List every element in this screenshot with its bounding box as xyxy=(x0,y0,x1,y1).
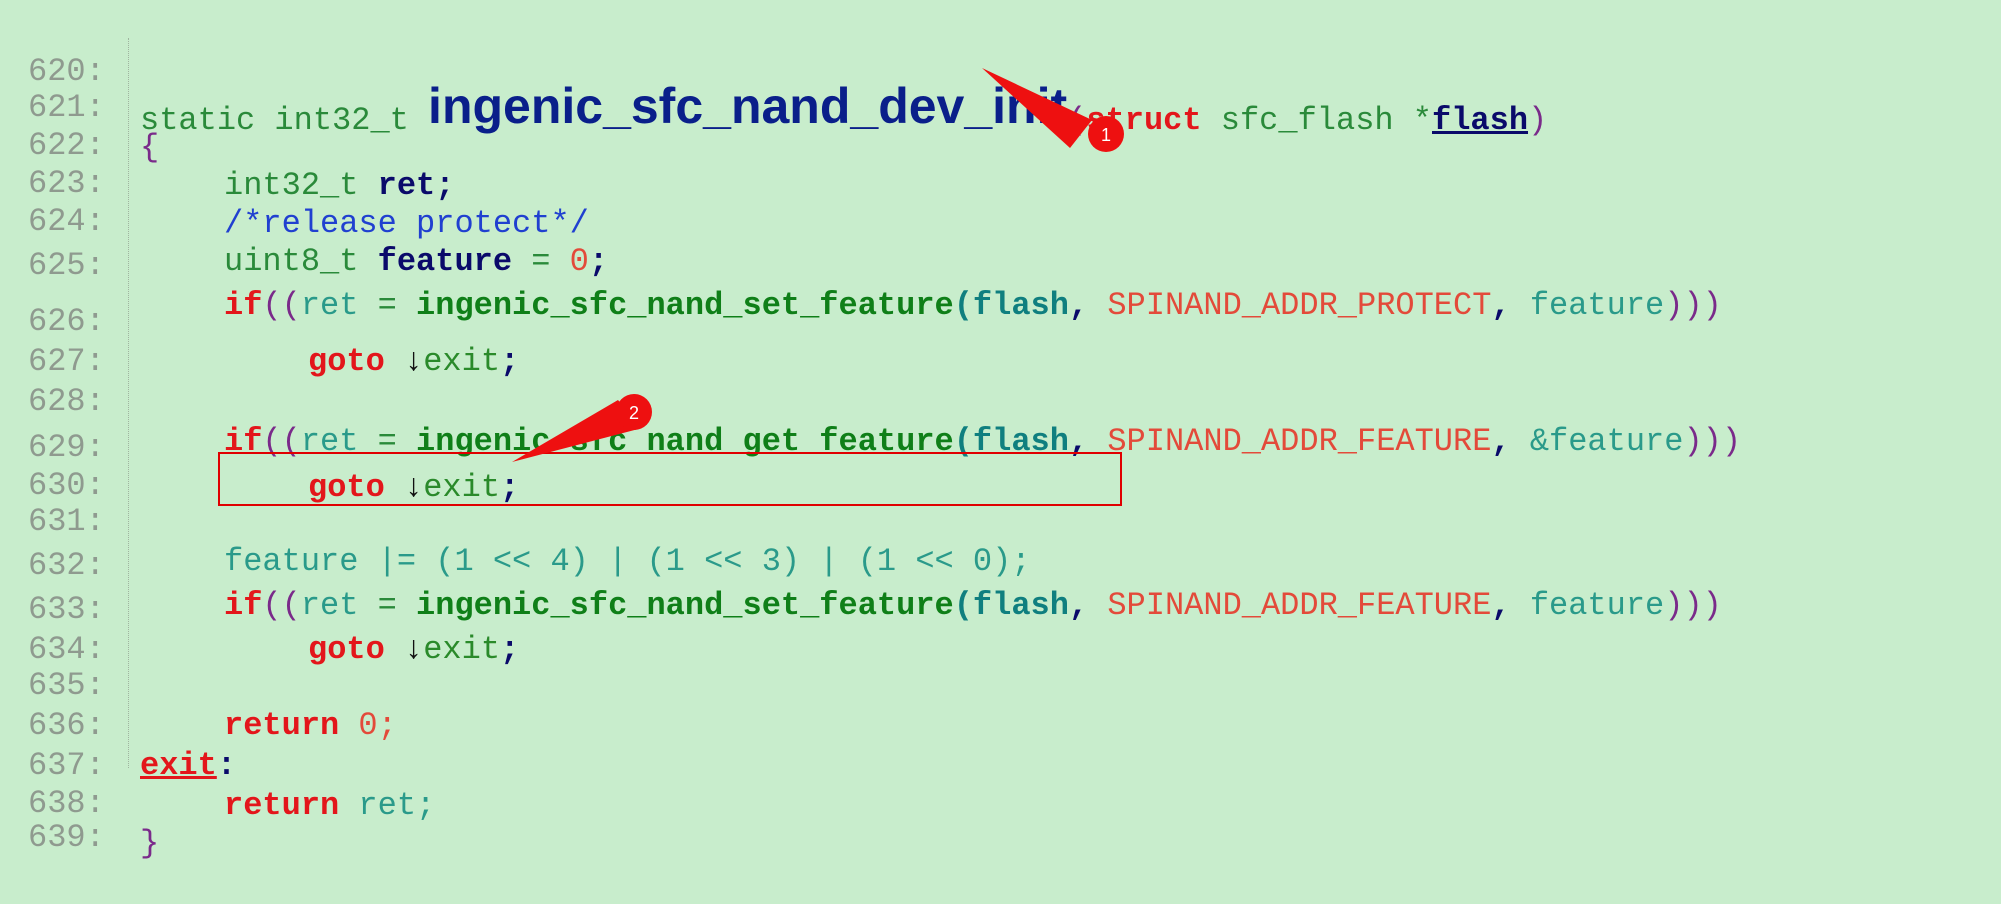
highlighted-statement: feature |= (1 << 4) | (1 << 3) | (1 << 0… xyxy=(224,543,1031,580)
comment: /*release protect*/ xyxy=(224,205,589,242)
function-name[interactable]: ingenic_sfc_nand_dev_init xyxy=(428,78,1068,134)
return-type: static int32_t xyxy=(140,102,429,139)
call-set-feature[interactable]: ingenic_sfc_nand_set_feature xyxy=(416,587,954,624)
callout-2-badge xyxy=(616,394,652,430)
goto-arrow-icon[interactable]: ↓ xyxy=(384,343,424,380)
code-line-635: 635: return 0; xyxy=(28,667,397,744)
code-line-629: 629: goto ↓exit; xyxy=(28,429,520,506)
call-set-feature[interactable]: ingenic_sfc_nand_set_feature xyxy=(416,287,954,324)
callout-1-badge xyxy=(1088,116,1124,152)
indent-guide xyxy=(128,38,130,768)
code-line-632: 632: if((ret = ingenic_sfc_nand_set_feat… xyxy=(28,547,1722,624)
goto-arrow-icon[interactable]: ↓ xyxy=(384,631,424,668)
code-line-630: 630: xyxy=(28,467,105,504)
callout-layer: 1 2 xyxy=(512,68,1124,462)
code-line-622: 622: int32_t ret; xyxy=(28,127,455,204)
callout-1-number: 1 xyxy=(1101,125,1111,145)
code-line-624: 624: uint8_t feature = 0; xyxy=(28,203,609,280)
callout-2-number: 2 xyxy=(629,403,639,423)
code-line-621: 621: { xyxy=(28,89,160,166)
goto-arrow-icon[interactable]: ↓ xyxy=(384,469,424,506)
callout-2: 2 xyxy=(512,394,652,462)
exit-label[interactable]: exit xyxy=(140,747,217,784)
code-line-636: 636: exit: xyxy=(28,707,237,784)
code-line-634: 634: xyxy=(28,631,105,668)
code-line-627: 627: xyxy=(28,343,105,380)
code-editor[interactable]: 620: static int32_t ingenic_sfc_nand_dev… xyxy=(0,0,2001,862)
code-line-623: 623: /*release protect*/ xyxy=(28,165,589,242)
code-line-631: 631: feature |= (1 << 4) | (1 << 3) | (1… xyxy=(28,503,1031,580)
highlight-box xyxy=(218,452,1122,506)
param-flash[interactable]: flash xyxy=(1432,102,1529,139)
code-line-626: 626: goto ↓exit; xyxy=(28,303,520,380)
code-line-625: 625: if((ret = ingenic_sfc_nand_set_feat… xyxy=(28,247,1722,324)
code-line-633: 633: goto ↓exit; xyxy=(28,591,520,668)
callout-1: 1 xyxy=(982,68,1124,152)
line-number: 620: xyxy=(28,53,105,90)
